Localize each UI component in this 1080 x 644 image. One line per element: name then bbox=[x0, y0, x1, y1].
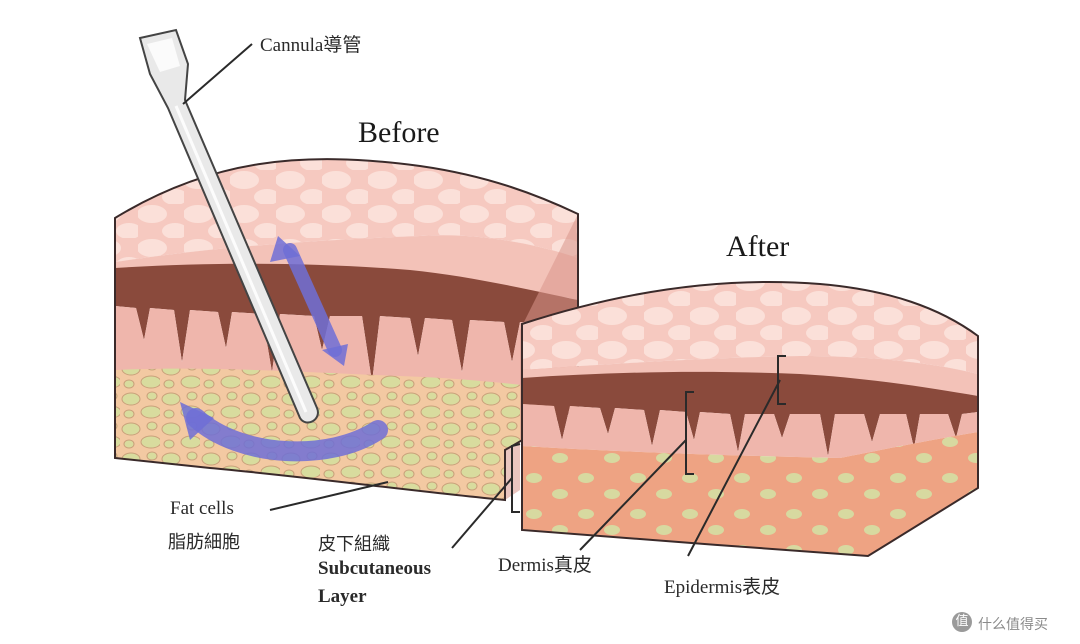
motion-arrows bbox=[180, 236, 388, 462]
cannula-label: Cannula導管 bbox=[260, 35, 362, 56]
leader-lines bbox=[182, 43, 781, 557]
after-melanin-layer bbox=[522, 371, 978, 456]
watermark-logo-icon: 值 bbox=[952, 612, 972, 632]
subcutaneous-label-en-1: Subcutaneous bbox=[318, 558, 431, 579]
fat-cells-label-en: Fat cells bbox=[170, 498, 234, 519]
fat-cells-label-zh: 脂肪細胞 bbox=[168, 532, 240, 553]
after-dermis-layer bbox=[522, 404, 978, 458]
after-title: After bbox=[726, 230, 790, 263]
cannula bbox=[138, 28, 319, 424]
dermis-leader bbox=[579, 439, 687, 551]
subcutaneous-label-en-2: Layer bbox=[318, 586, 367, 607]
dermis-bracket bbox=[685, 391, 694, 475]
dermis-label: Dermis真皮 bbox=[498, 555, 592, 576]
fat-cells-leader bbox=[269, 481, 389, 511]
before-title: Before bbox=[358, 116, 440, 149]
subcutaneous-label-zh: 皮下組織 bbox=[318, 534, 390, 555]
before-melanin-layer bbox=[115, 263, 578, 382]
after-skin-block bbox=[521, 280, 979, 558]
epidermis-label: Epidermis表皮 bbox=[664, 577, 781, 598]
after-fat-layer bbox=[522, 432, 978, 556]
epidermis-leader bbox=[687, 379, 781, 557]
subcutaneous-leader bbox=[451, 477, 513, 549]
cannula-leader bbox=[182, 43, 253, 105]
watermark-text: 什么值得买 bbox=[978, 617, 1048, 633]
epidermis-bracket bbox=[777, 355, 786, 405]
